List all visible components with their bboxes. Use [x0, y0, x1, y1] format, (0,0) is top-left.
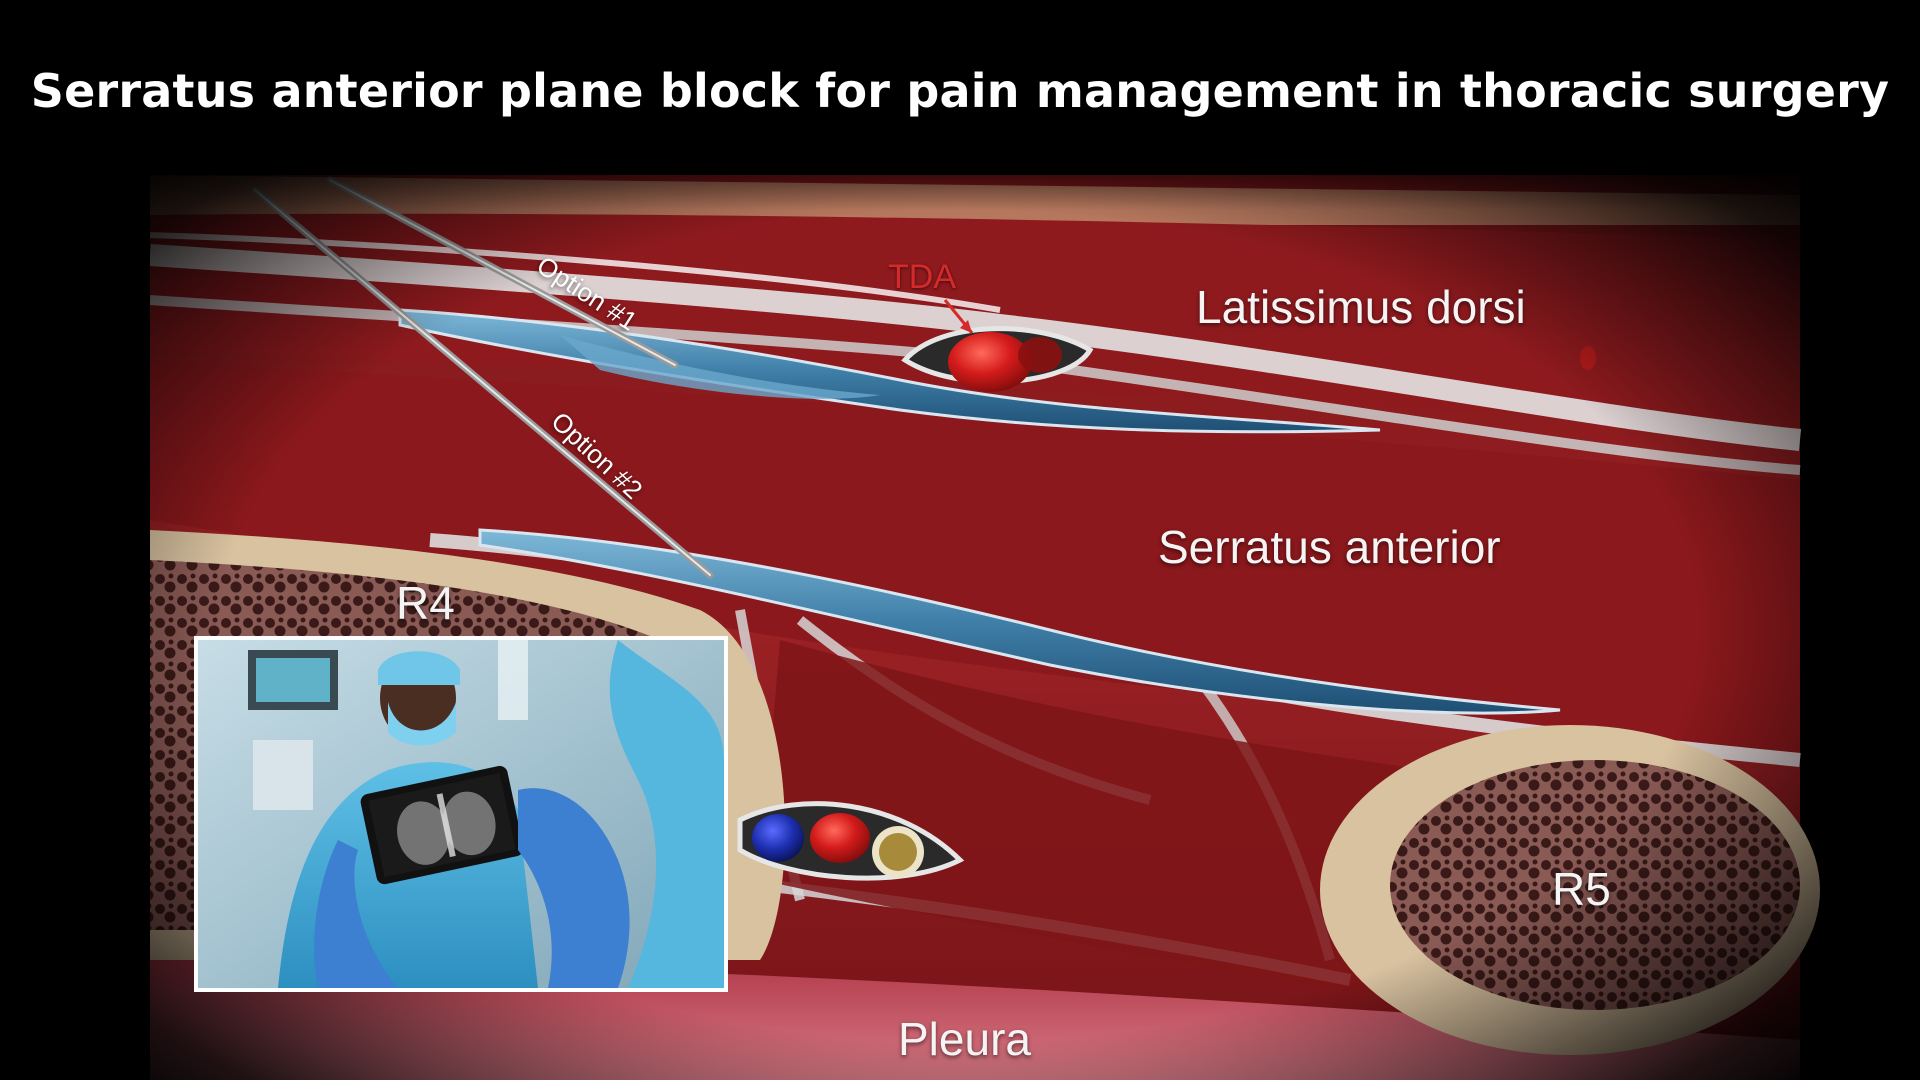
- equipment: [253, 740, 313, 810]
- page-title: Serratus anterior plane block for pain m…: [30, 64, 1890, 118]
- label-latissimus-dorsi: Latissimus dorsi: [1196, 281, 1526, 333]
- xray-lung-left: [397, 801, 450, 865]
- label-pleura: Pleura: [898, 1013, 1031, 1065]
- xray-spine: [436, 793, 456, 858]
- title-band: [0, 0, 1920, 170]
- label-r4: R4: [396, 577, 455, 629]
- tablet: [360, 765, 524, 885]
- assistant-gown: [609, 640, 724, 988]
- label-serratus-anterior: Serratus anterior: [1158, 521, 1501, 573]
- gloved-hand-left: [314, 840, 398, 988]
- monitor-screen: [256, 658, 330, 702]
- xray-lung-right: [443, 791, 496, 856]
- left-edge: [0, 0, 150, 1080]
- label-r5: R5: [1552, 863, 1611, 915]
- surgeon-mask: [388, 702, 456, 746]
- surgeon-cap: [378, 651, 460, 685]
- surgery-photo: [198, 640, 724, 988]
- iv-bag: [498, 640, 528, 720]
- label-tda: TDA: [888, 258, 956, 296]
- surgery-photo-inset: [194, 636, 728, 992]
- gloved-hand-right: [518, 788, 630, 988]
